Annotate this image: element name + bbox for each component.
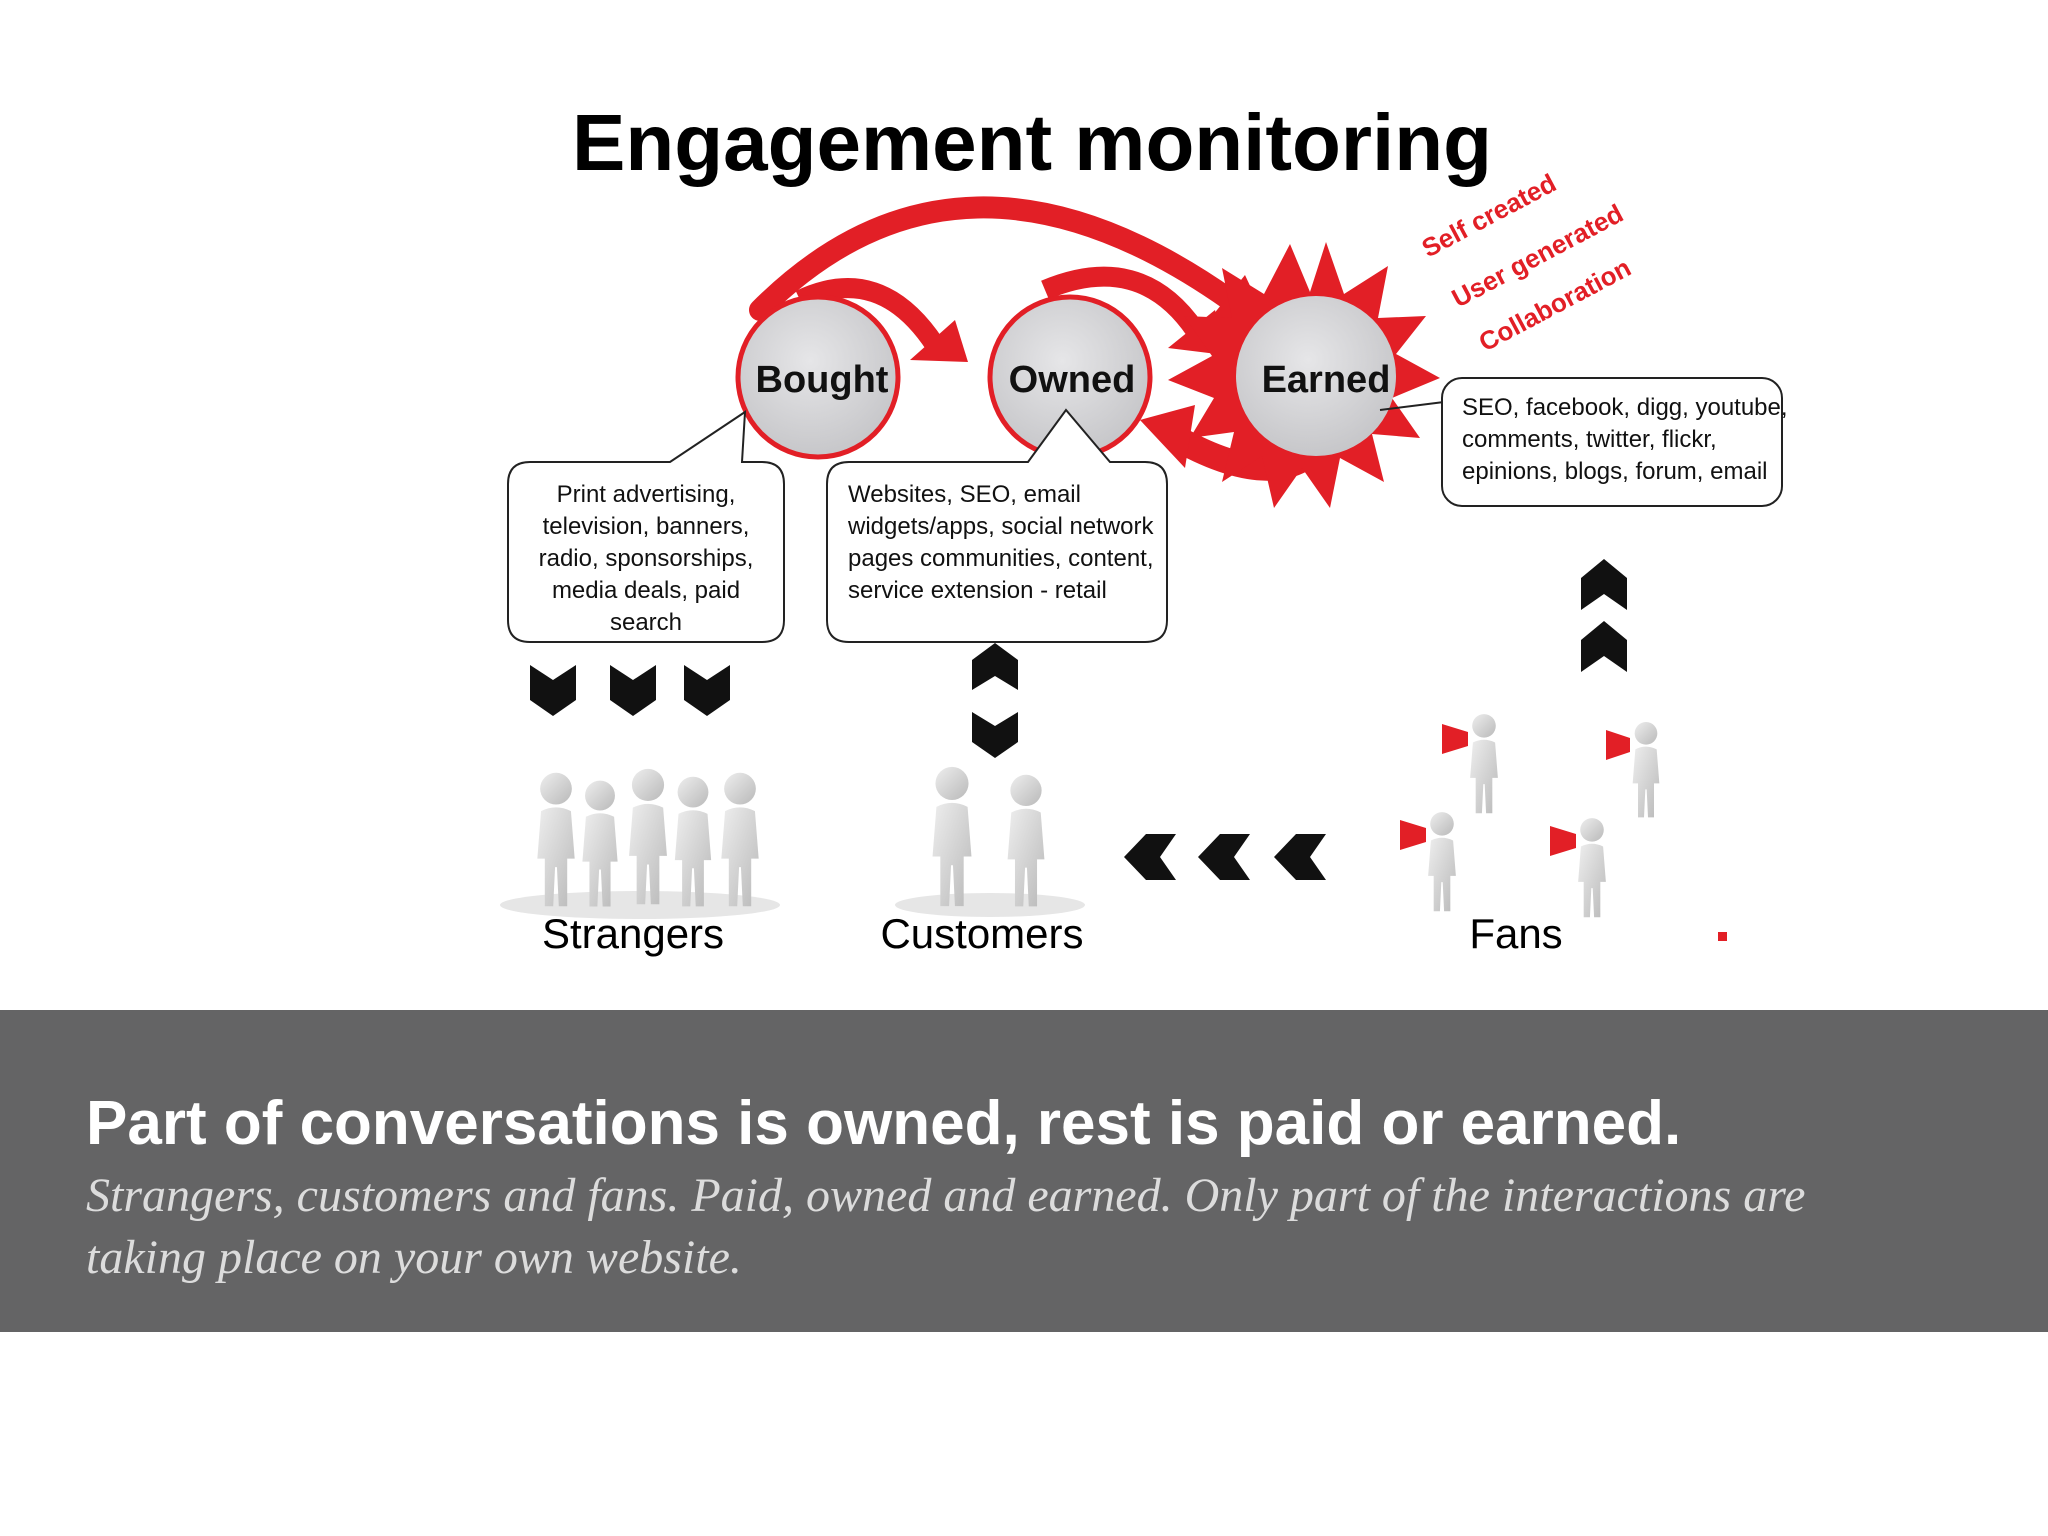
group-label-strangers: Strangers: [542, 910, 724, 957]
arrow-bought-to-owned: [795, 278, 944, 351]
red-marker: [1718, 932, 1727, 941]
node-bought-label: Bought: [756, 359, 889, 401]
fans-figures: [1400, 714, 1660, 918]
callout-earned-line: SEO, facebook, digg, youtube,: [1462, 394, 1788, 421]
callout-owned-line: service extension - retail: [848, 577, 1107, 604]
callout-earned-line: comments, twitter, flickr,: [1462, 426, 1717, 453]
earned-tags: Self created User generated Collaboratio…: [1417, 168, 1636, 358]
chevrons-updown: [972, 643, 1018, 758]
callout-owned-line: pages communities, content,: [848, 545, 1154, 572]
group-label-customers: Customers: [880, 910, 1083, 957]
callout-bought-line: radio, sponsorships,: [539, 545, 754, 572]
chevrons-up: [1581, 559, 1627, 672]
chevron-down-icon: [684, 665, 730, 716]
callout-bought: Print advertising, television, banners, …: [507, 410, 785, 643]
node-owned: Owned: [987, 294, 1153, 460]
megaphone-icon: [1606, 730, 1630, 760]
callout-earned: SEO, facebook, digg, youtube, comments, …: [1379, 377, 1788, 507]
engagement-diagram: Engagement monitoring Bought Owned Earne…: [500, 98, 1788, 957]
node-earned-label: Earned: [1262, 359, 1391, 401]
caption-body: Strangers, customers and fans. Paid, own…: [86, 1169, 1806, 1284]
chevron-left-icon: [1274, 834, 1326, 880]
diagram-title: Engagement monitoring: [572, 98, 1492, 187]
chevron-left-icon: [1124, 834, 1176, 880]
strangers-figures: [500, 768, 780, 919]
callout-bought-line: Print advertising,: [557, 481, 736, 508]
megaphone-icon: [1400, 820, 1426, 850]
chevron-left-icon: [1198, 834, 1250, 880]
callout-earned-line: epinions, blogs, forum, email: [1462, 458, 1767, 485]
chevrons-down: [530, 665, 730, 716]
callout-owned-line: widgets/apps, social network: [847, 513, 1154, 540]
arrow-earned-to-owned-head: [1140, 405, 1195, 468]
callout-bought-line: media deals, paid: [552, 577, 740, 604]
chevron-down-icon: [530, 665, 576, 716]
callout-bought-line: television, banners,: [543, 513, 750, 540]
caption-band: Part of conversations is owned, rest is …: [0, 1010, 2048, 1332]
node-earned: Earned: [1236, 296, 1396, 456]
group-label-fans: Fans: [1469, 910, 1562, 957]
megaphone-icon: [1550, 826, 1576, 856]
megaphone-icon: [1442, 724, 1468, 754]
callout-owned-line: Websites, SEO, email: [848, 481, 1081, 508]
node-bought: Bought: [735, 294, 901, 460]
arrow-bought-to-earned: [749, 196, 1241, 321]
chevrons-left: [1124, 834, 1326, 880]
node-owned-label: Owned: [1009, 359, 1136, 401]
chevron-up-icon: [1581, 621, 1627, 672]
callout-owned: Websites, SEO, email widgets/apps, socia…: [826, 408, 1168, 643]
chevron-up-icon: [972, 643, 1018, 690]
arrow-owned-to-earned: [1041, 266, 1204, 336]
caption-headline: Part of conversations is owned, rest is …: [86, 1089, 1682, 1158]
arrow-bought-to-owned-head: [910, 320, 968, 362]
callout-bought-line: search: [610, 609, 682, 636]
chevron-up-icon: [1581, 559, 1627, 610]
chevron-down-icon: [610, 665, 656, 716]
customers-figures: [895, 766, 1085, 917]
chevron-down-icon: [972, 712, 1018, 758]
